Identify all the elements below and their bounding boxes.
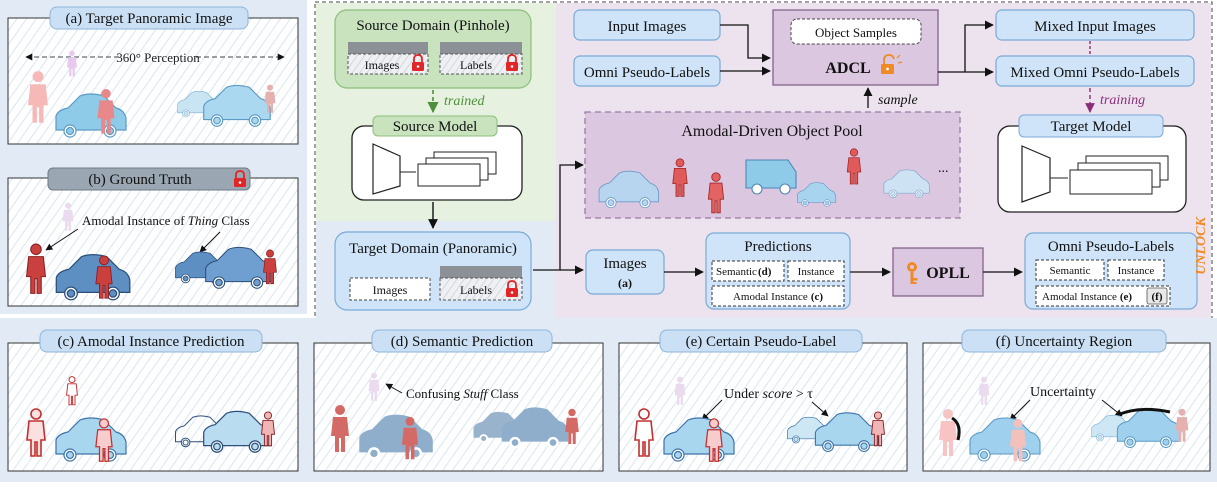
annotation-arrow: [811, 401, 829, 417]
panel-d-frame: [313, 342, 604, 472]
panel-d-header: [371, 329, 553, 353]
pool-ellipsis: ...: [938, 161, 949, 176]
object-pool-title: Amodal-Driven Object Pool: [681, 123, 863, 140]
key-icon: [907, 262, 918, 284]
predictions-title: Predictions: [744, 239, 812, 255]
source-labels-label: Labels: [460, 58, 492, 72]
source-labels-tab: [440, 42, 522, 56]
omni-ref-f-label: (f): [1152, 291, 1163, 303]
panel-a-caption: 360° Perception: [116, 50, 200, 65]
mixed-omni-labels-label: Mixed Omni Pseudo-Labels: [1010, 65, 1179, 81]
panel-b-title: (b) Ground Truth: [88, 172, 192, 188]
panel-a-header: [49, 6, 249, 30]
panel-d-title: (d) Semantic Prediction: [391, 334, 534, 350]
target-labels-box: [439, 277, 523, 301]
target-model-header: [1018, 114, 1164, 138]
panel-e-header: [659, 329, 863, 353]
uncertainty-edge: [951, 416, 961, 441]
panel-a-title: (a) Target Panoramic Image: [65, 11, 232, 27]
omni-instance-label: Instance: [1118, 265, 1155, 277]
omni-semantic-label: Semantic: [1050, 265, 1091, 277]
trained-label: trained: [444, 94, 485, 109]
source-labels-box: [439, 53, 523, 75]
panel-f-title: (f) Uncertainty Region: [996, 334, 1133, 350]
training-label: training: [1100, 93, 1145, 108]
mixed-input-images-label: Mixed Input Images: [1034, 19, 1156, 35]
mixed-omni-labels-box: [995, 55, 1195, 87]
uncertainty-edge: [1119, 407, 1171, 416]
panel-e-title: (e) Certain Pseudo-Label: [686, 334, 837, 350]
images-to-adcl-arrow: [720, 24, 771, 63]
panel-e-annotation: Under score > τ: [724, 387, 813, 402]
images-box-ref: (a): [618, 276, 632, 290]
opll-label: OPLL: [926, 265, 970, 282]
source-images-tab: [348, 42, 428, 56]
adcl-to-mixed-images-arrow: [938, 20, 994, 73]
annotation-arrow: [45, 228, 79, 251]
omni-amodal-box: [1035, 285, 1171, 307]
target-images-label: Images: [373, 283, 408, 297]
opll-box: [892, 247, 984, 297]
target-labels-label: Labels: [460, 283, 492, 297]
adcl-label: ADCL: [825, 60, 870, 77]
target-to-pool-arrow: [533, 160, 584, 271]
object-samples-label: Object Samples: [815, 25, 897, 40]
omni-instance-box: [1107, 259, 1165, 281]
panel-f-header: [961, 329, 1167, 353]
target-images-box: [349, 277, 431, 301]
panel-c-header: [39, 329, 263, 353]
omni-pseudo-labels-in-label: Omni Pseudo-Labels: [584, 65, 710, 81]
network-icon: [1021, 145, 1169, 203]
panel-c-title: (c) Amodal Instance Prediction: [57, 334, 245, 350]
panel-b-header: [47, 167, 251, 191]
annotation-arrow: [385, 383, 403, 394]
network-icon: [372, 143, 497, 195]
annotation-arrow: [701, 399, 723, 421]
panel-b-annotation: Amodal Instance of Thing Class: [82, 213, 250, 228]
unlock-icon: [881, 54, 903, 74]
target-labels-tab: [440, 266, 522, 280]
panel-d-annotation: Confusing Stuff Class: [406, 386, 519, 401]
annotation-arrow: [1101, 399, 1123, 417]
panel-f-frame: [922, 342, 1211, 472]
images-box-title: Images: [603, 256, 646, 272]
pred-semantic-label: Semantic(d): [716, 266, 772, 278]
source-domain-title: Source Domain (Pinhole): [356, 18, 509, 34]
mixed-input-images-box: [995, 9, 1195, 41]
input-images-label: Input Images: [608, 19, 687, 35]
pred-semantic-box: [711, 260, 785, 282]
omni-out-title: Omni Pseudo-Labels: [1048, 239, 1174, 255]
omni-ref-f-badge: [1146, 287, 1168, 305]
omni-amodal-label: Amodal Instance(e): [1042, 291, 1132, 303]
target-model-title: Target Model: [1051, 119, 1132, 135]
pred-amodal-box: [711, 285, 845, 307]
sample-label: sample: [878, 93, 918, 108]
annotation-arrow: [1009, 399, 1031, 421]
panel-f-annotation: Uncertainty: [1030, 385, 1096, 400]
source-model-header: [372, 115, 498, 137]
pred-instance-box: [787, 260, 845, 282]
pred-amodal-label: Amodal Instance(c): [733, 291, 823, 303]
unlock-label: UNLOCK: [1194, 216, 1209, 275]
source-images-box: [347, 53, 429, 75]
object-samples-box: [790, 18, 922, 45]
target-domain-title: Target Domain (Panoramic): [349, 241, 517, 257]
source-images-label: Images: [365, 58, 400, 72]
omni-semantic-box: [1035, 259, 1105, 281]
source-model-title: Source Model: [393, 119, 478, 135]
annotation-arrow: [199, 231, 221, 253]
pred-instance-label: Instance: [798, 266, 835, 278]
